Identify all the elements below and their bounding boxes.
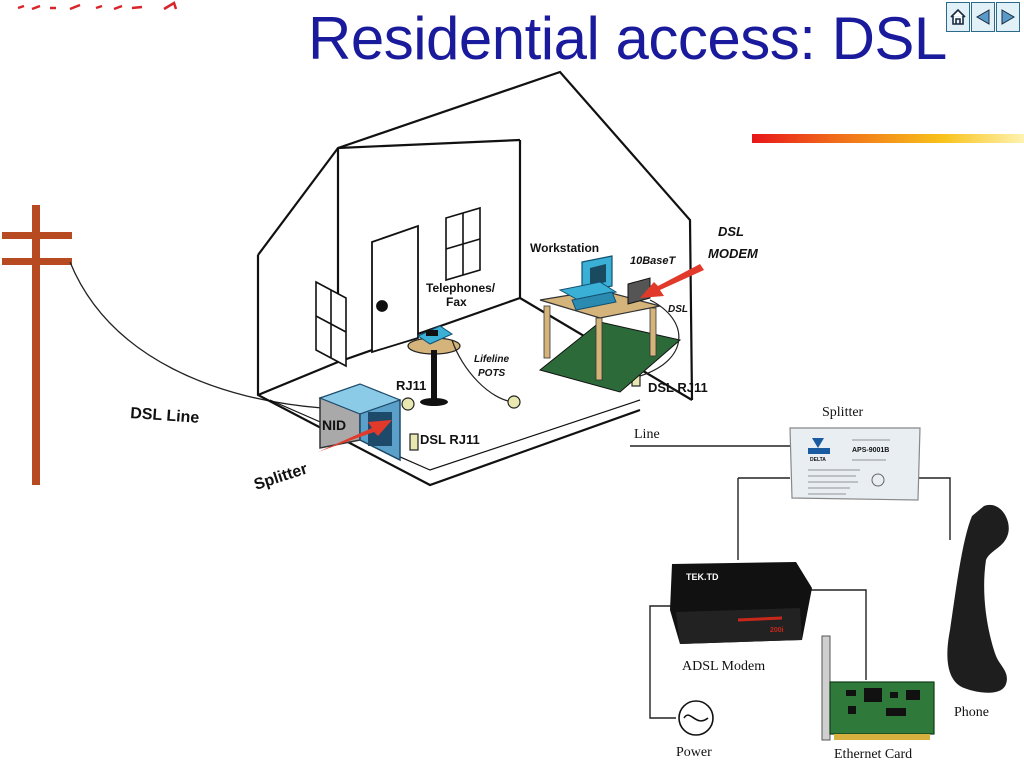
prev-arrow-icon xyxy=(976,9,990,25)
label-lifeline-line2: POTS xyxy=(478,368,506,379)
slide-title: Residential access: DSL xyxy=(308,5,947,72)
modem-brand-text: TEK.TD xyxy=(686,572,719,582)
label-phone: Phone xyxy=(954,705,989,720)
label-dsl: DSL xyxy=(668,304,688,315)
utility-pole xyxy=(2,205,72,485)
label-telephones-line2: Fax xyxy=(446,295,467,309)
wall-jack-rj11 xyxy=(401,397,415,411)
adsl-modem-device: TEK.TD 200i xyxy=(670,562,812,644)
home-button[interactable] xyxy=(946,2,970,32)
label-line: Line xyxy=(634,427,660,442)
label-nid: NID xyxy=(322,417,346,433)
phone-cord xyxy=(451,339,515,403)
ethernet-card-device xyxy=(821,635,935,741)
label-dsl-modem-line2: MODEM xyxy=(708,246,759,261)
label-telephones-line1: Telephones/ xyxy=(426,281,496,295)
label-lifeline-line1: Lifeline xyxy=(474,354,509,365)
label-dsl-rj11-left: DSL RJ11 xyxy=(420,432,480,447)
power-plug-icon xyxy=(678,700,714,736)
logo-scribble xyxy=(17,1,178,11)
wiring-lines xyxy=(630,445,951,719)
splitter-device: DELTA APS-9001B xyxy=(789,427,921,501)
label-dsl-modem-line1: DSL xyxy=(718,224,744,239)
telephone-stand xyxy=(407,325,461,406)
door xyxy=(371,224,419,354)
wall-jack-dsl-left xyxy=(409,433,419,451)
label-dsl-rj11-right: DSL RJ11 xyxy=(648,380,708,395)
label-ethernet-card: Ethernet Card xyxy=(834,747,912,762)
modem-model-text: 200i xyxy=(770,627,784,634)
window-side xyxy=(315,280,347,368)
home-icon xyxy=(950,8,966,25)
label-power: Power xyxy=(676,745,712,760)
label-splitter-device: Splitter xyxy=(822,405,864,420)
label-rj11: RJ11 xyxy=(396,378,426,393)
dsl-cable xyxy=(639,299,680,377)
splitter-model-text: APS-9001B xyxy=(852,447,889,454)
dsl-line-wire xyxy=(69,261,323,409)
label-dsl-line: DSL Line xyxy=(130,405,200,427)
label-splitter: Splitter xyxy=(252,461,310,494)
modem-arrow-icon xyxy=(640,264,704,298)
window-front xyxy=(445,206,481,282)
label-10baset: 10BaseT xyxy=(630,255,677,267)
computer-icon xyxy=(558,255,618,311)
phone-handset-icon xyxy=(947,504,1009,693)
label-adsl-modem: ADSL Modem xyxy=(682,659,765,674)
splitter-brand-text: DELTA xyxy=(810,457,826,463)
splitter-arrow-icon xyxy=(318,420,392,452)
wall-jack-lifeline xyxy=(507,395,521,409)
prev-slide-button[interactable] xyxy=(971,2,995,32)
label-workstation: Workstation xyxy=(530,241,599,255)
slide-navigation xyxy=(946,2,1022,36)
next-arrow-icon xyxy=(1001,9,1015,25)
next-slide-button[interactable] xyxy=(996,2,1020,32)
accent-bar xyxy=(752,134,1024,143)
